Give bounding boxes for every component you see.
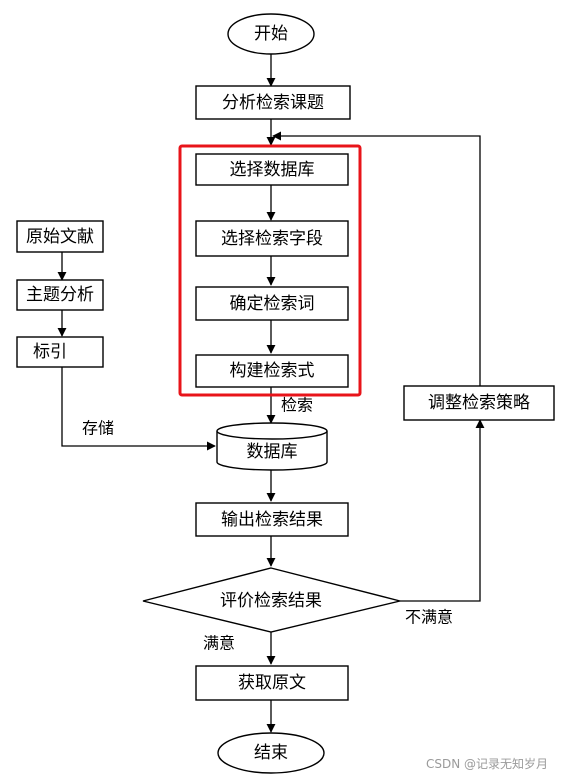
database-cylinder: 数据库 bbox=[216, 422, 328, 471]
get-fulltext-node: 获取原文 bbox=[195, 665, 349, 701]
analyze-topic-node: 分析检索课题 bbox=[195, 85, 351, 120]
start-terminal: 开始 bbox=[227, 13, 315, 55]
subject-analysis-node: 主题分析 bbox=[16, 279, 104, 311]
build-query-label: 构建检索式 bbox=[230, 361, 315, 381]
connectors bbox=[57, 54, 485, 733]
determine-terms-node: 确定检索词 bbox=[195, 286, 349, 321]
select-database-label: 选择数据库 bbox=[230, 160, 315, 180]
highlight-frame bbox=[178, 144, 362, 397]
adjust-strategy-node: 调整检索策略 bbox=[403, 385, 555, 421]
end-terminal: 结束 bbox=[217, 732, 325, 774]
output-results-label: 输出检索结果 bbox=[221, 510, 323, 530]
select-fields-label: 选择检索字段 bbox=[221, 229, 323, 249]
database-label: 数据库 bbox=[247, 442, 298, 462]
end-label: 结束 bbox=[254, 743, 288, 763]
indexing-label: 标引 bbox=[33, 342, 67, 362]
original-doc-label: 原始文献 bbox=[26, 227, 94, 247]
start-label: 开始 bbox=[254, 24, 288, 44]
evaluate-results-label: 评价检索结果 bbox=[220, 591, 322, 611]
edge-label-search: 检索 bbox=[281, 396, 313, 415]
select-database-node: 选择数据库 bbox=[195, 153, 349, 186]
subject-analysis-label: 主题分析 bbox=[26, 285, 94, 305]
analyze-topic-label: 分析检索课题 bbox=[222, 93, 324, 113]
indexing-node: 标引 bbox=[16, 336, 104, 368]
select-fields-node: 选择检索字段 bbox=[195, 220, 349, 257]
output-results-node: 输出检索结果 bbox=[195, 502, 349, 537]
arrow-evaluate-to-adjust bbox=[400, 419, 485, 602]
edge-label-store: 存储 bbox=[82, 419, 114, 438]
determine-terms-label: 确定检索词 bbox=[230, 294, 315, 314]
edge-label-satisfied: 满意 bbox=[203, 634, 235, 653]
edge-label-unsatisfied: 不满意 bbox=[405, 608, 453, 627]
get-fulltext-label: 获取原文 bbox=[238, 673, 306, 693]
adjust-strategy-label: 调整检索策略 bbox=[428, 393, 530, 413]
original-doc-node: 原始文献 bbox=[16, 220, 104, 253]
watermark: CSDN @记录无知岁月 bbox=[425, 757, 548, 771]
arrow-adjust-to-loop bbox=[272, 131, 481, 386]
evaluate-results-decision: 评价检索结果 bbox=[142, 567, 401, 633]
arrow-indexing-to-database bbox=[61, 367, 216, 451]
build-query-node: 构建检索式 bbox=[195, 354, 349, 388]
